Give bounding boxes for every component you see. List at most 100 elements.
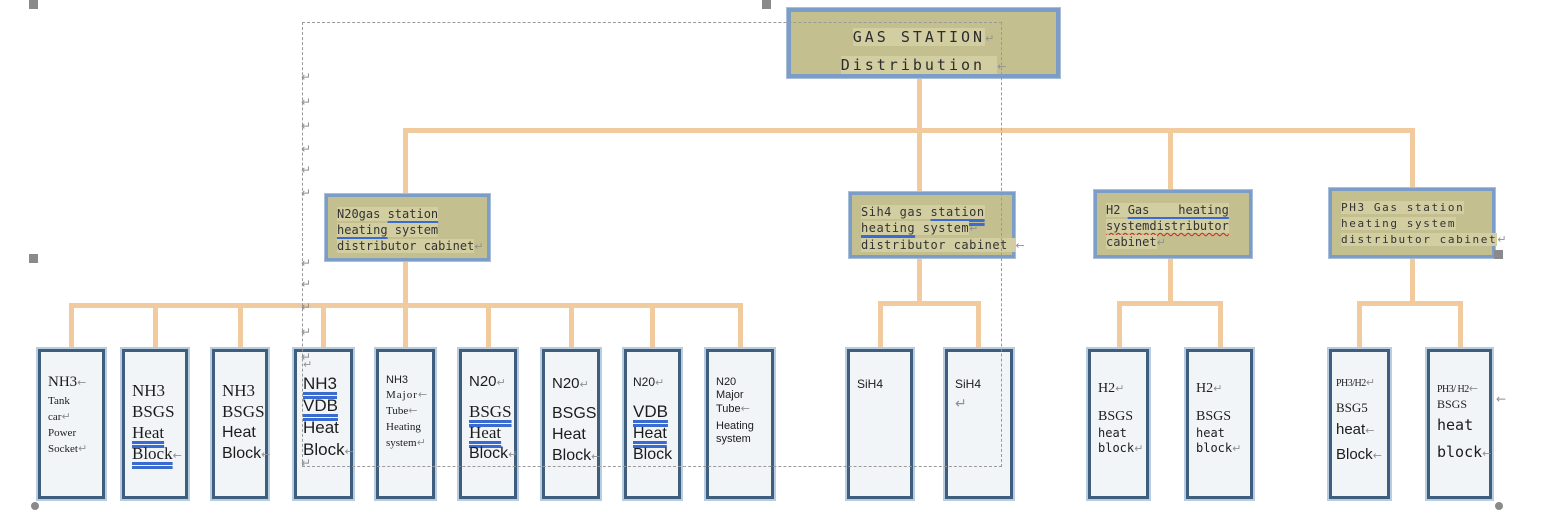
text-line: H2↵ [1098, 380, 1144, 398]
line-break-mark: ← [261, 448, 271, 461]
text-line: Tube← [716, 402, 769, 416]
connector-drop-ph3 [1410, 130, 1415, 188]
text-line: block↵ [1098, 441, 1144, 456]
distributor-box-sih4[interactable]: Sih4 gas station heating system↵ distrib… [849, 192, 1025, 258]
connector-ph3-child-2 [1458, 304, 1463, 349]
text-line: Heat [132, 422, 183, 443]
line-break-mark: ↵ [1156, 236, 1166, 249]
label: heat [1336, 421, 1366, 438]
line-break-mark: ← [408, 404, 418, 417]
label: N20 [633, 375, 656, 389]
line-break-mark: ← [77, 376, 87, 389]
connector-h2-child-2 [1218, 304, 1223, 349]
connector-n2o-child-7 [569, 306, 574, 349]
label: Heat [303, 418, 339, 437]
text-line: Heat [552, 424, 595, 445]
leaf-box-sih4-2[interactable]: SiH4 ↵ [945, 349, 1013, 499]
text-line: BSGS [222, 401, 265, 422]
leaf-box-sih4-1[interactable]: SiH4 [847, 349, 913, 499]
label: block [1196, 441, 1233, 455]
label: Heat [552, 426, 586, 443]
distributor-box-h2[interactable]: H2 Gas heating systemdistributor cabinet… [1094, 190, 1252, 258]
text-line: Heat [633, 423, 676, 444]
leaf-box-h2-bsgs-heat-block-2[interactable]: H2↵ BSGS heat block↵ [1186, 349, 1253, 499]
label-underlined: BSGS [469, 402, 512, 421]
text-line: Block↵ [469, 443, 517, 465]
connector-ph3-horizontal [1357, 301, 1463, 306]
text-line: distributor cabinet↵ [337, 238, 484, 255]
canvas-handle-top-center[interactable] [762, 0, 771, 9]
line-break-mark: ↵ [1134, 442, 1144, 455]
leaf-box-nh3-major-tube-heating-system[interactable]: NH3 Major← Tube← Heating system↵ [376, 349, 435, 499]
root-box-gas-station[interactable]: GAS STATION↵ Distribution ← [787, 8, 1060, 78]
label: BSGS [552, 405, 597, 422]
leaf-box-n2o-vdb-heat-block[interactable]: N20↵ VDB Heat Block [624, 349, 681, 499]
label: NH3 [48, 374, 78, 390]
line-break-mark: ↵ [1115, 382, 1125, 395]
leaf-box-n2o-bsgs-heat-block-2[interactable]: N20↵ BSGS Heat Block← [542, 349, 600, 499]
label-underlined: Block [132, 444, 173, 463]
leaf-box-ph3-h2-bsgs-heat-block-2[interactable]: PH3/ H2← BSGS heat block← [1427, 349, 1492, 499]
label: distributor cabinet [1341, 233, 1498, 246]
connector-n2o-child-2 [153, 306, 158, 349]
leaf-box-nh3-bsgs-heat-block-1[interactable]: NH3 BSGS Heat Block← [122, 349, 188, 499]
label: Heating [386, 421, 421, 433]
line-break-mark: ↵ [508, 448, 518, 461]
text-line: distributor cabinet ← [861, 237, 1025, 254]
distributor-box-ph3[interactable]: PH3 Gas station heating system distribut… [1329, 188, 1506, 258]
label: Block [552, 447, 592, 464]
connector-n2o-child-4 [321, 306, 326, 349]
leaf-box-nh3-bsgs-heat-block-2[interactable]: NH3 BSGS Heat Block← [212, 349, 271, 499]
canvas-handle-bottom-right[interactable] [1495, 502, 1503, 510]
connector-sih4-stem [917, 258, 922, 303]
line-break-mark: ↵ [301, 186, 312, 200]
canvas-handle-right-middle[interactable] [1494, 250, 1503, 259]
label: H2 [1098, 381, 1116, 396]
leaf-box-ph3-h2-bsgs-heat-block-1[interactable]: PH3/H2↵ BSG5 heat← Block← [1329, 349, 1390, 499]
connector-n2o-child-6 [486, 306, 491, 349]
text-line: heat [1437, 416, 1487, 435]
canvas-handle-left-middle[interactable] [29, 254, 38, 263]
leaf-box-n2o-bsgs-heat-block-1[interactable]: N20↵ BSGS Heat Block↵ [459, 349, 517, 499]
label: BSGS [1437, 397, 1468, 411]
label: Sih4 gas [861, 205, 931, 219]
canvas-handle-top-left[interactable] [29, 0, 38, 9]
text-line: PH3/ H2← [1437, 382, 1487, 397]
label-underlined: Heat [132, 423, 165, 442]
label: NH3 [132, 381, 166, 400]
connector-sih4-horizontal [878, 301, 981, 306]
label: N20 [552, 375, 580, 392]
label: Block [1336, 446, 1373, 463]
text-line: heating system [1341, 216, 1488, 232]
text-line: Heating [716, 420, 769, 433]
text-line: Heating [386, 419, 430, 435]
line-break-mark: ← [1482, 447, 1492, 460]
canvas-handle-bottom-left[interactable] [31, 502, 39, 510]
leaf-box-nh3-vdb-heat-block[interactable]: ↵ NH3 VDB Heat Block← [294, 349, 354, 499]
label: heat [1098, 426, 1127, 440]
label-underlined: VDB [633, 402, 668, 421]
label: Major [386, 389, 418, 401]
leaf-box-n2o-major-tube-heating-system[interactable]: N20 Major Tube← Heating system [706, 349, 774, 499]
text-line: Block← [303, 439, 354, 463]
text-line: GAS STATION↵ [791, 24, 1056, 52]
connector-n2o-child-5 [403, 306, 408, 349]
label: Block [303, 440, 345, 459]
label: Tube [716, 403, 741, 415]
label: distributor cabinet [337, 239, 475, 253]
label-underlined: VDB [303, 396, 338, 415]
leaf-box-nh3-tank-car-power-socket[interactable]: NH3← Tank car↵ Power Socket↵ [38, 349, 105, 499]
line-break-mark: ← [997, 60, 1007, 73]
text-line: system↵ [386, 435, 430, 451]
connector-h2-child-1 [1117, 304, 1122, 349]
text-line: heating system↵ [861, 220, 1008, 237]
text-line: system [716, 433, 769, 446]
text-line: Heat [222, 422, 263, 443]
line-break-mark: ← [172, 449, 182, 462]
text-line: BSGS [1098, 408, 1144, 426]
line-break-mark: ↵ [301, 163, 312, 177]
leaf-box-h2-bsgs-heat-block-1[interactable]: H2↵ BSGS heat block↵ [1088, 349, 1149, 499]
text-line: Heat [469, 422, 512, 443]
distributor-box-n2o[interactable]: N20gas station heating system distributo… [325, 194, 490, 261]
label: Tube [386, 405, 409, 417]
